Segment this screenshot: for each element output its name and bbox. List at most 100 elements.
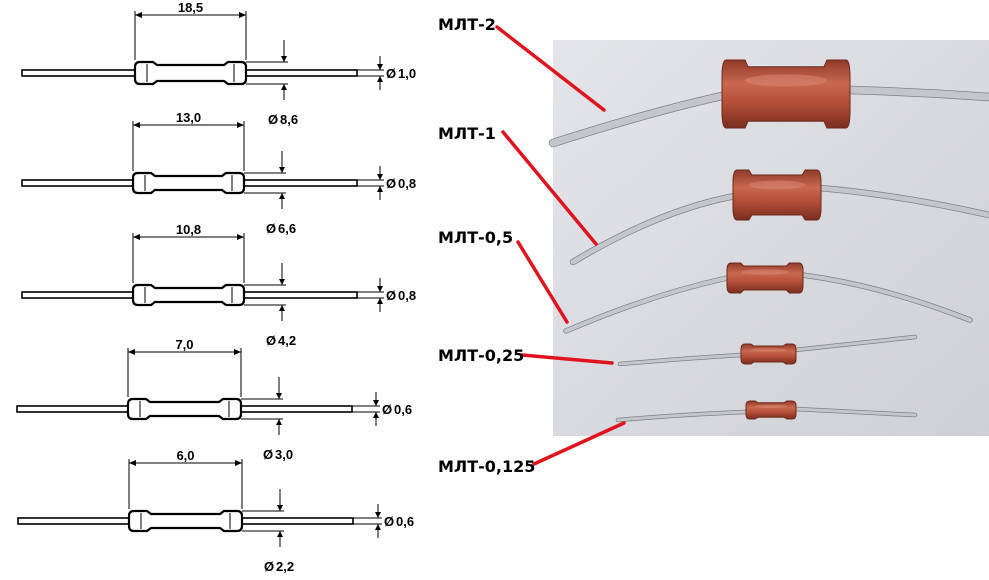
dimension-arrow — [133, 122, 140, 128]
dimension-arrow — [377, 186, 383, 192]
body-diameter-value: 4,2 — [278, 333, 296, 348]
callout-line — [495, 25, 606, 112]
dimension-arrow — [279, 193, 285, 199]
dimension-arrow — [235, 460, 242, 466]
photo-resistor-body — [721, 59, 851, 129]
dimension-arrow — [234, 349, 241, 355]
lead-right — [239, 179, 358, 187]
body-diameter-value: 8,6 — [280, 112, 298, 127]
body-diameter-value: 2,2 — [276, 559, 294, 574]
photo-highlight — [740, 269, 790, 275]
callout-line — [520, 353, 614, 365]
resistor-callout: МЛТ-0,5 — [438, 228, 569, 324]
diameter-symbol: Ø — [266, 333, 276, 348]
diameter-symbol: Ø — [268, 112, 278, 127]
photo-highlight — [745, 74, 827, 87]
dimension-arrow — [281, 56, 287, 62]
diameter-symbol: Ø — [266, 221, 276, 236]
body-diameter-value: 6,6 — [278, 221, 296, 236]
dimension-arrow — [276, 393, 282, 399]
dimension-arrow — [277, 505, 283, 511]
resistor-callout: МЛТ-2 — [438, 15, 606, 112]
resistor-type-label: МЛТ-0,25 — [438, 346, 524, 365]
photo-lead — [549, 86, 989, 147]
resistor-photo-item — [615, 400, 918, 423]
lead-diameter-value: 0,8 — [398, 176, 416, 191]
dimension-arrow — [128, 349, 135, 355]
lead-diameter-value: 0,6 — [396, 514, 414, 529]
resistor-body-outline — [127, 509, 244, 533]
dimension-arrow — [281, 84, 287, 90]
body-diameter-value: 3,0 — [275, 447, 293, 462]
callout-line — [501, 130, 598, 246]
resistor-type-label: МЛТ-0,125 — [438, 457, 535, 476]
body-length-value: 7,0 — [175, 337, 193, 352]
diameter-symbol: Ø — [384, 514, 394, 529]
resistor-body-outline — [133, 60, 248, 86]
diameter-symbol: Ø — [382, 402, 392, 417]
diameter-symbol: Ø — [263, 447, 273, 462]
resistor-body-outline — [131, 171, 246, 195]
lead-left — [21, 179, 138, 187]
lead-left — [17, 517, 134, 525]
photo-highlight — [755, 404, 787, 409]
lead-right — [239, 291, 358, 299]
dimension-arrow — [237, 122, 244, 128]
resistor-type-label: МЛТ-2 — [438, 15, 496, 34]
dimension-arrow — [135, 12, 142, 18]
resistor-callout: МЛТ-0,25 — [438, 346, 614, 365]
callout-line — [532, 421, 626, 466]
dimension-arrow — [377, 286, 383, 292]
photo-lead — [616, 407, 917, 422]
photo-lead — [564, 273, 972, 333]
body-length-value: 18,5 — [178, 0, 203, 15]
lead-diameter-value: 0,8 — [398, 288, 416, 303]
resistor-callout: МЛТ-0,125 — [438, 421, 626, 476]
dimension-arrow — [373, 400, 379, 406]
resistor-photo-item — [563, 262, 973, 334]
callout-line — [516, 240, 569, 324]
dimension-arrow — [375, 512, 381, 518]
photo-resistor-body — [740, 343, 797, 365]
dimension-arrow — [277, 531, 283, 537]
photo-highlight — [750, 348, 787, 352]
dimension-arrow — [279, 167, 285, 173]
diameter-symbol: Ø — [386, 288, 396, 303]
body-length-value: 13,0 — [176, 110, 201, 125]
lead-diameter-value: 1,0 — [398, 66, 416, 81]
dimension-arrow — [377, 298, 383, 304]
resistor-photo — [548, 40, 989, 436]
diameter-symbol: Ø — [386, 66, 396, 81]
dimension-arrow — [373, 412, 379, 418]
photo-lead — [570, 185, 989, 265]
resistor-body-outline — [131, 283, 246, 307]
dimension-arrow — [133, 234, 140, 240]
dimension-arrow — [377, 76, 383, 82]
photo-resistor-body — [726, 262, 804, 294]
lead-right — [237, 517, 354, 525]
photo-resistor-body — [732, 169, 822, 221]
lead-right — [241, 69, 358, 77]
photo-lead — [618, 335, 917, 366]
dimension-arrow — [129, 460, 136, 466]
resistor-body-outline — [126, 397, 243, 421]
lead-diameter-value: 0,6 — [394, 402, 412, 417]
body-length-value: 6,0 — [176, 448, 194, 463]
resistor-type-label: МЛТ-0,5 — [438, 228, 513, 247]
